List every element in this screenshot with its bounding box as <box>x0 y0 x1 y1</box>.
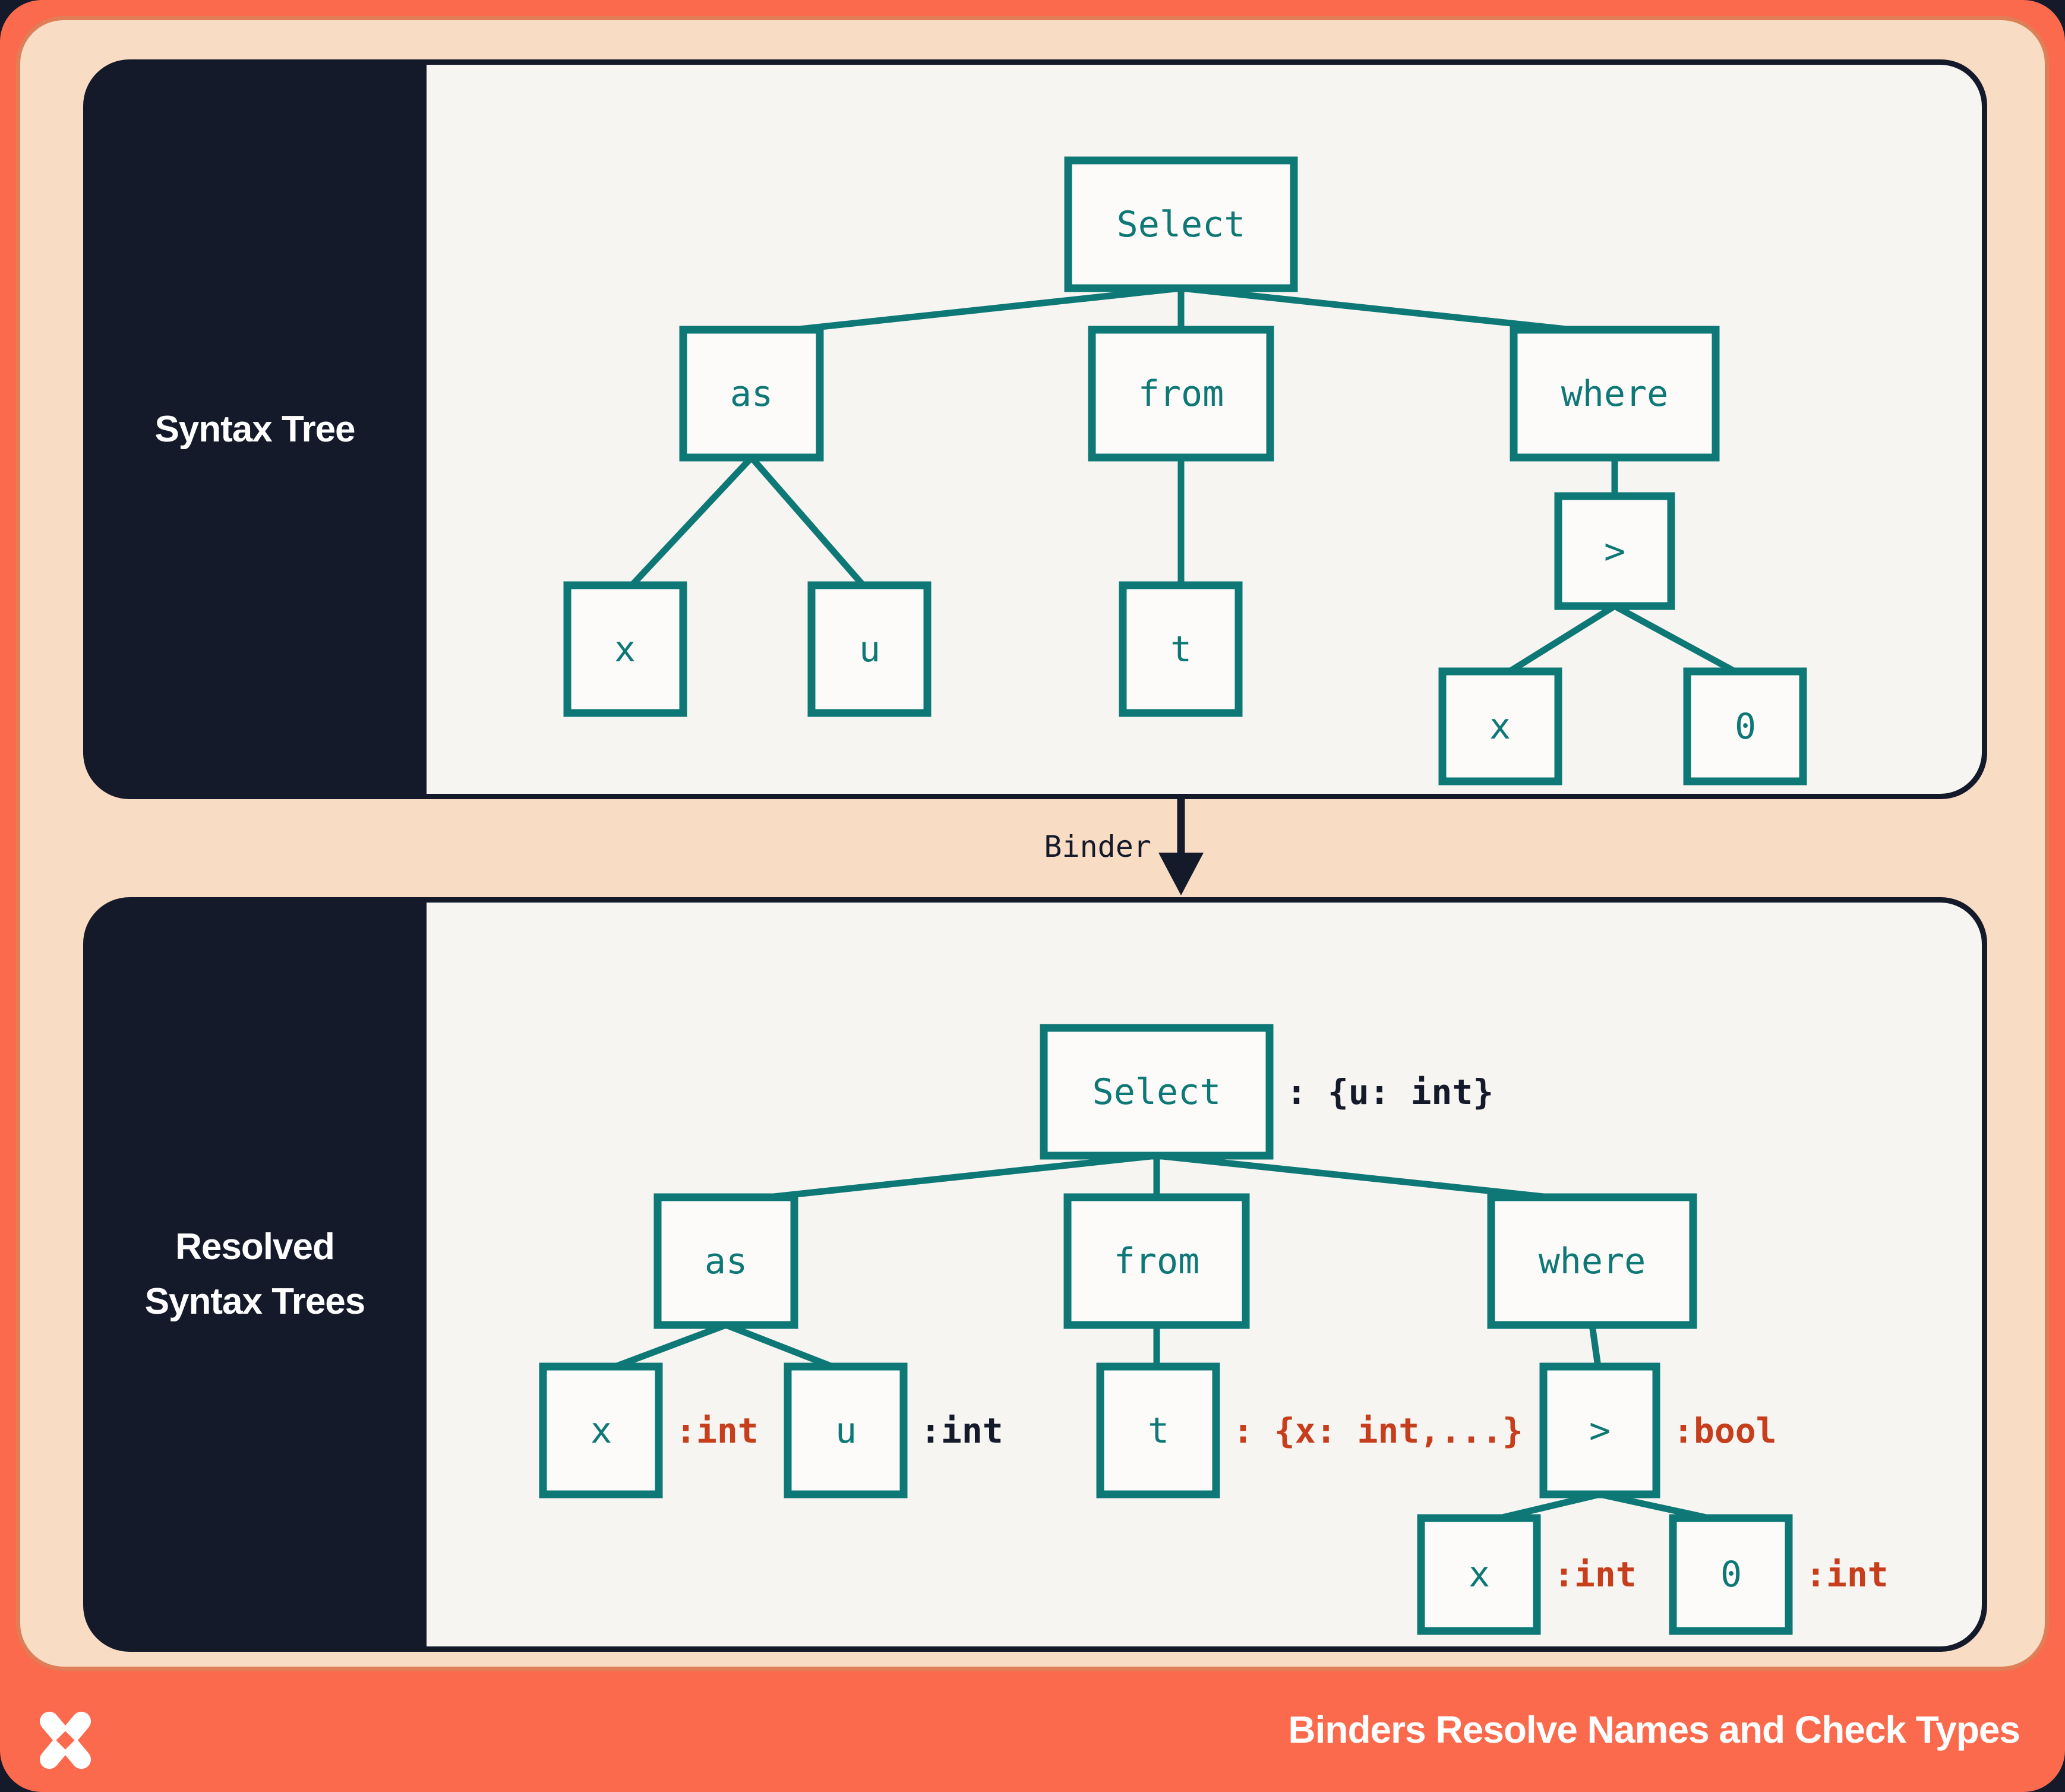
x-star-logo <box>40 1711 91 1769</box>
resolved-label-line2: Syntax Trees <box>144 1281 366 1322</box>
footer-title: Binders Resolve Names and Check Types <box>1288 1708 2020 1751</box>
x-star-logo-shape <box>40 1711 91 1769</box>
resolved-label-line1: Resolved <box>175 1226 335 1267</box>
syntax-tree-sidebar: Syntax Tree <box>83 59 427 799</box>
resolved-tree-panel-content <box>427 903 1982 1646</box>
syntax-tree-panel-content <box>427 65 1982 794</box>
resolved-tree-panel-label: Resolved Syntax Trees <box>144 1220 366 1329</box>
syntax-tree-panel-label: Syntax Tree <box>154 408 355 450</box>
resolved-tree-sidebar: Resolved Syntax Trees <box>83 897 427 1652</box>
